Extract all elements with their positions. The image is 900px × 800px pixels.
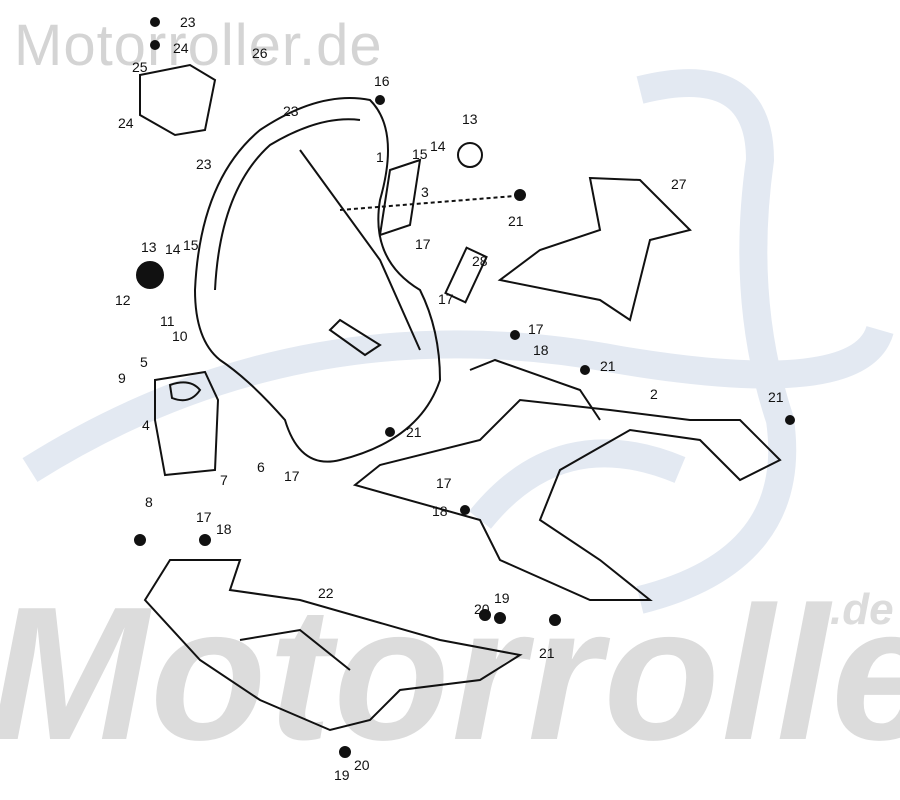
part-number-label: 8 — [145, 494, 153, 510]
part-number-label: 24 — [173, 40, 189, 56]
part-number-label: 19 — [334, 767, 350, 783]
part-number-label: 26 — [252, 45, 268, 61]
part-number-label: 17 — [196, 509, 212, 525]
part-number-label: 10 — [172, 328, 188, 344]
part-number-label: 15 — [412, 146, 428, 162]
lower-cover-part — [143, 559, 523, 732]
part-number-label: 7 — [220, 472, 228, 488]
part-number-label: 22 — [318, 585, 334, 601]
part-number-label: 14 — [430, 138, 446, 154]
part-number-label: 17 — [436, 475, 452, 491]
part-number-label: 19 — [494, 590, 510, 606]
part-number-label: 17 — [528, 321, 544, 337]
part-number-label: 12 — [115, 292, 131, 308]
part-number-label: 11 — [160, 313, 175, 329]
bolt-line — [339, 195, 516, 211]
cover-plate-part — [378, 158, 422, 237]
part-number-label: 18 — [533, 342, 549, 358]
part-number-label: 21 — [406, 424, 422, 440]
part-number-label: 23 — [180, 14, 196, 30]
part-number-label: 17 — [284, 468, 300, 484]
part-number-label: 21 — [508, 213, 524, 229]
part-number-label: 18 — [216, 521, 232, 537]
part-number-label: 17 — [415, 236, 431, 252]
part-number-label: 24 — [118, 115, 134, 131]
part-number-label: 1 — [376, 149, 384, 165]
part-number-label: 14 — [165, 241, 181, 257]
part-number-label: 20 — [474, 601, 490, 617]
part-number-label: 9 — [118, 370, 126, 386]
watermark-bottom: Motorroller — [0, 568, 900, 780]
part-number-label: 21 — [600, 358, 616, 374]
part-number-label: 4 — [142, 417, 150, 433]
glovebox-part — [139, 63, 220, 477]
watermark-top: Motorroller.de — [14, 13, 383, 78]
part-number-label: 13 — [462, 111, 478, 127]
part-number-label: 3 — [421, 184, 429, 200]
front-shield-body — [193, 97, 442, 463]
part-number-label: 15 — [183, 237, 199, 253]
reflector-part — [444, 246, 488, 304]
part-number-label: 27 — [671, 176, 687, 192]
small-parts — [134, 17, 795, 758]
part-number-label: 6 — [257, 459, 265, 475]
watermark-suffix: .de — [830, 585, 894, 634]
part-number-label: 23 — [196, 156, 212, 172]
part-number-label: 2 — [650, 386, 658, 402]
floor-mat-part — [497, 176, 692, 322]
part-number-label: 13 — [141, 239, 157, 255]
part-number-label: 23 — [283, 103, 299, 119]
part-number-label: 25 — [132, 59, 148, 75]
part-number-label: 21 — [539, 645, 555, 661]
scooter-logo-watermark — [22, 69, 894, 614]
part-number-label: 21 — [768, 389, 784, 405]
part-number-label: 17 — [438, 291, 454, 307]
part-number-label: 20 — [354, 757, 370, 773]
part-number-label: 28 — [472, 253, 488, 269]
part-number-label: 18 — [432, 503, 448, 519]
part-number-label: 16 — [374, 73, 390, 89]
part-number-label: 5 — [140, 354, 148, 370]
side-cover-part — [352, 358, 782, 601]
